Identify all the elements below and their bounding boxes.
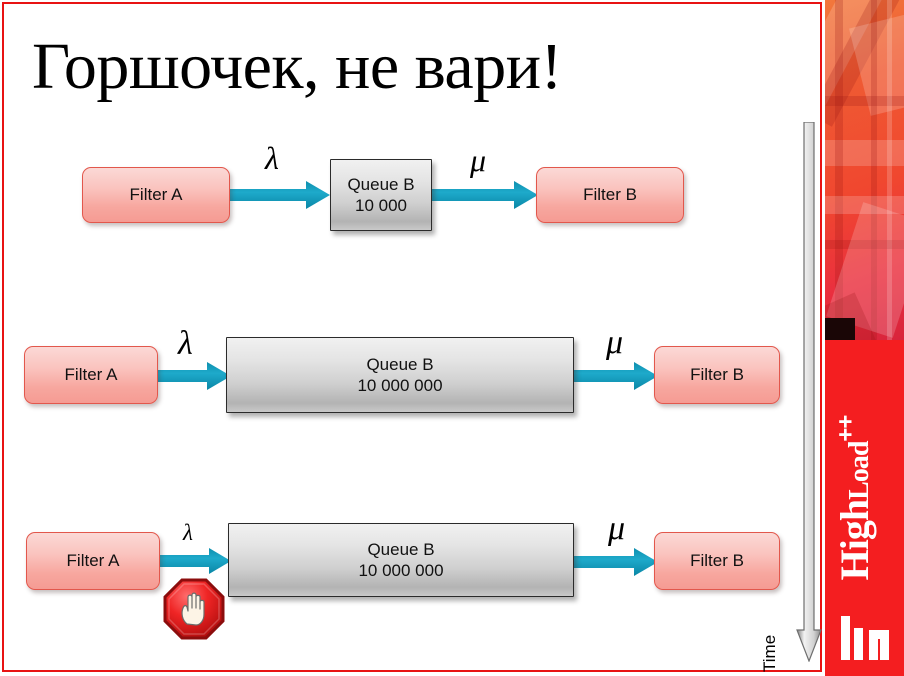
row-3-sink-filter-b[interactable]: Filter B [654, 532, 780, 590]
row-1-source-filter-a[interactable]: Filter A [82, 167, 230, 223]
row-2-queue-capacity: 10 000 000 [357, 376, 443, 395]
row-2-sink-filter-b[interactable]: Filter B [654, 346, 780, 404]
row-1-queue-name: Queue B [347, 175, 415, 194]
highload-wordmark: HighLoad++ [832, 415, 877, 580]
row-2-sink-label: Filter B [690, 365, 744, 384]
art-shard [825, 240, 904, 249]
time-axis-label: Time [760, 634, 779, 672]
bar-chart-icon [841, 616, 889, 660]
row-3-lambda-symbol: λ [183, 520, 193, 545]
time-axis-arrow [796, 122, 822, 662]
row-2-mu-symbol: μ [606, 324, 624, 361]
logo-primary: High [832, 499, 877, 580]
row-3-queue-box[interactable]: Queue B 10 000 000 [228, 523, 574, 597]
stop-hand-icon [163, 578, 225, 640]
row-3-queue-capacity: 10 000 000 [358, 561, 444, 580]
row-3-outbound-arrow [572, 548, 658, 576]
highload-logo-panel: HighLoad++ [825, 340, 904, 676]
art-shard [825, 196, 904, 214]
row-3-queue-name: Queue B [367, 540, 435, 559]
row-1-sink-label: Filter B [583, 185, 637, 204]
row-1-queue-box[interactable]: Queue B 10 000 [330, 159, 432, 231]
row-3-inbound-arrow [159, 548, 231, 574]
row-1-sink-filter-b[interactable]: Filter B [536, 167, 684, 223]
row-2-outbound-arrow [572, 362, 658, 390]
row-2-queue-box[interactable]: Queue B 10 000 000 [226, 337, 574, 413]
row-3-sink-label: Filter B [690, 551, 744, 570]
art-shard [825, 140, 904, 166]
art-shard [825, 318, 855, 340]
row-2-source-label: Filter A [64, 365, 118, 384]
row-1-source-label: Filter A [129, 185, 183, 204]
row-1-mu-symbol: μ [470, 142, 487, 178]
art-shard [825, 96, 904, 106]
logo-secondary: Load [844, 441, 875, 500]
row-2-source-filter-a[interactable]: Filter A [24, 346, 158, 404]
logo-suffix: ++ [832, 415, 860, 442]
page-title: Горшочек, не вари! [32, 30, 563, 103]
art-shard [871, 0, 877, 340]
row-2-lambda-symbol: λ [178, 325, 193, 362]
art-shard [887, 0, 892, 340]
row-1-outbound-arrow [430, 181, 538, 209]
row-2-inbound-arrow [157, 362, 231, 390]
art-shard [835, 0, 843, 340]
row-3-source-label: Filter A [66, 551, 120, 570]
row-2-queue-name: Queue B [366, 355, 434, 374]
row-1-inbound-arrow [228, 181, 330, 209]
decorative-art-panel [825, 0, 904, 340]
row-3-mu-symbol: μ [608, 510, 626, 547]
row-3-source-filter-a[interactable]: Filter A [26, 532, 160, 590]
row-1-lambda-symbol: λ [265, 140, 279, 176]
row-1-queue-capacity: 10 000 [355, 196, 407, 215]
